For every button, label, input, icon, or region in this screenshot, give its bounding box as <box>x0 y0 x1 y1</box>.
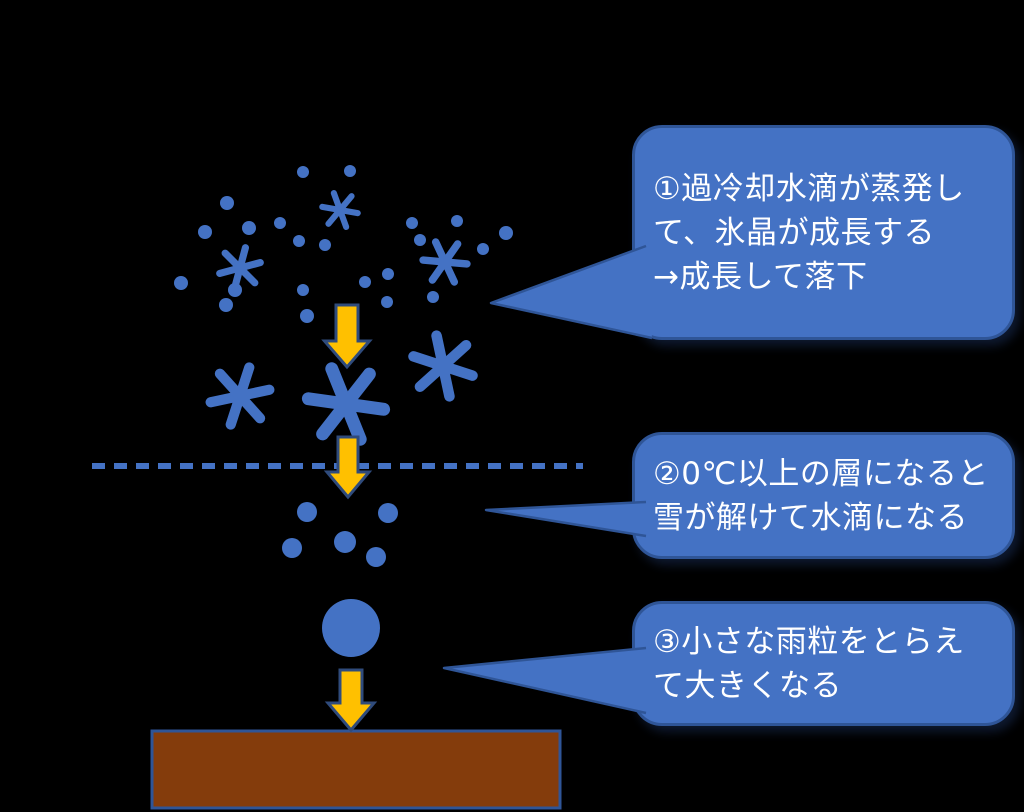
down-arrow <box>323 435 373 500</box>
supercooled-droplet-dot <box>451 215 463 227</box>
supercooled-droplet-dot <box>220 196 234 210</box>
supercooled-droplet-dot <box>242 221 256 235</box>
supercooled-droplet-dot <box>228 283 242 297</box>
supercooled-droplet-dot <box>427 291 439 303</box>
water-droplet <box>366 547 386 567</box>
snowflake-icon <box>431 330 455 402</box>
supercooled-droplet-dot <box>359 276 371 288</box>
snowflake-icon <box>428 240 462 284</box>
callout-step1-line3: →成長して落下 <box>653 258 868 295</box>
snowflake-icon <box>301 392 391 416</box>
snowflake-icon <box>431 238 459 286</box>
water-droplet <box>297 502 317 522</box>
raindrop <box>322 599 380 657</box>
supercooled-droplet-dot <box>293 235 305 247</box>
supercooled-droplet-dot <box>219 298 233 312</box>
callout-step2-line1: ②0℃以上の層になると <box>653 455 989 492</box>
snowflake-icon <box>316 367 376 441</box>
callout-step3-line1: ③小さな雨粒をとらえ <box>653 623 965 660</box>
supercooled-droplet-dot <box>198 225 212 239</box>
callout-step2: ②0℃以上の層になると 雪が解けて水滴になる <box>632 432 1015 559</box>
callout-step3-line2: て大きくなる <box>653 667 842 704</box>
water-droplet <box>282 538 302 558</box>
water-droplet <box>378 503 398 523</box>
supercooled-droplet-dot <box>499 226 513 240</box>
supercooled-droplet-dot <box>319 239 331 251</box>
snowflake-icon <box>319 203 361 217</box>
snowflake-icon <box>414 339 472 393</box>
snowflake-icon <box>225 362 255 430</box>
callout-tail <box>484 500 647 538</box>
snowflake-icon <box>216 258 264 278</box>
supercooled-droplet-dot <box>274 217 286 229</box>
snowflake-icon <box>325 362 367 446</box>
supercooled-droplet-dot <box>344 165 356 177</box>
snowflake-icon <box>419 256 471 268</box>
supercooled-droplet-dot <box>381 296 393 308</box>
supercooled-droplet-dot <box>297 284 309 296</box>
callout-tail <box>489 244 653 340</box>
snowflake-icon <box>330 190 350 230</box>
water-droplet <box>334 531 356 553</box>
callout-step1-line2: て、氷晶が成長する <box>653 214 935 251</box>
snowflake-icon <box>214 368 266 424</box>
callout-step2-line2: 雪が解けて水滴になる <box>653 499 968 536</box>
supercooled-droplet-dot <box>297 166 309 178</box>
supercooled-droplet-dot <box>477 243 489 255</box>
snowflake-icon <box>221 249 259 287</box>
callout-tail <box>442 646 647 715</box>
snowflake-icon <box>325 193 355 227</box>
supercooled-droplet-dot <box>414 234 426 246</box>
snowflake-icon <box>205 384 275 408</box>
supercooled-droplet-dot <box>174 276 188 290</box>
snowflake-icon <box>230 244 250 292</box>
ground-rect <box>150 729 562 810</box>
supercooled-droplet-dot <box>406 217 418 229</box>
callout-step1-line1: ①過冷却水滴が蒸発し <box>653 170 965 207</box>
down-arrow <box>324 668 378 733</box>
callout-step1: ①過冷却水滴が蒸発し て、氷晶が成長する →成長して落下 <box>632 125 1015 340</box>
snowflake-icon <box>408 351 478 381</box>
supercooled-droplet-dot <box>300 309 314 323</box>
callout-step3: ③小さな雨粒をとらえ て大きくなる <box>632 601 1015 726</box>
supercooled-droplet-dot <box>382 268 394 280</box>
down-arrow <box>321 303 373 370</box>
